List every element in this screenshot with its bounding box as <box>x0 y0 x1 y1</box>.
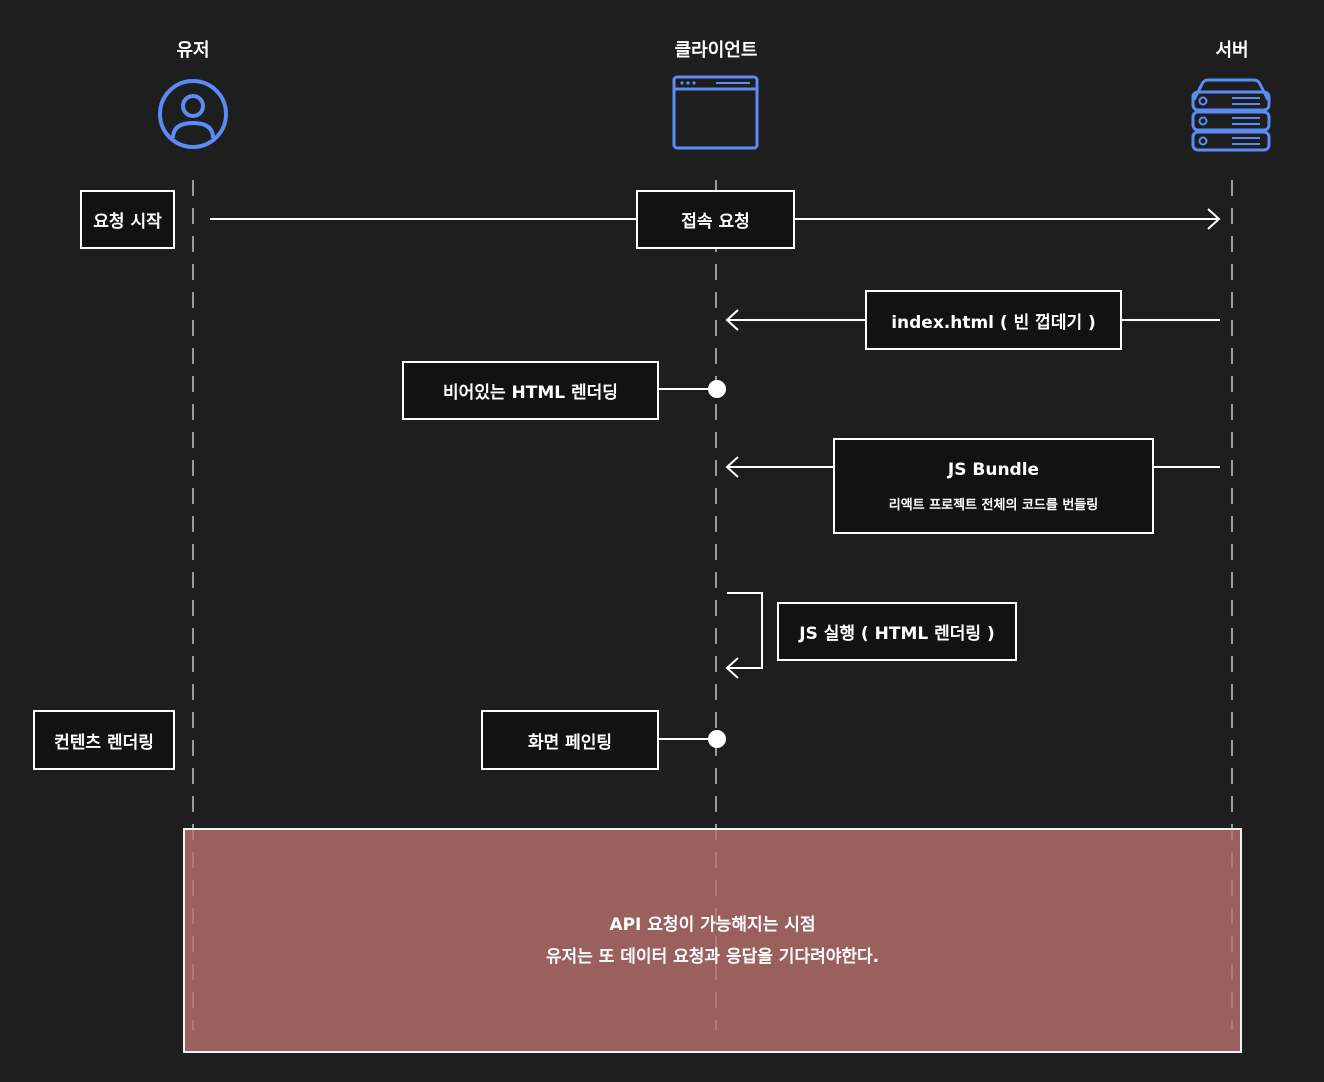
js-exec-label: JS 실행 ( HTML 렌더링 ) <box>799 624 995 644</box>
request-start-box: 요청 시작 <box>80 190 175 249</box>
index-html-label: index.html ( 빈 껍데기 ) <box>891 312 1096 333</box>
actor-label-client: 클라이언트 <box>674 40 758 61</box>
index-html-box: index.html ( 빈 껍데기 ) <box>865 290 1122 350</box>
empty-render-connector <box>658 380 726 398</box>
actor-label-server: 서버 <box>1215 40 1249 61</box>
highlight-line-2: 유저는 또 데이터 요청과 응답을 기다려야한다. <box>545 946 880 967</box>
server-stack-icon <box>1191 78 1271 152</box>
screen-paint-connector <box>658 730 726 748</box>
user-icon <box>158 79 228 149</box>
browser-window-icon <box>672 75 759 150</box>
screen-paint-label: 화면 페인팅 <box>527 732 613 753</box>
api-wait-highlight: API 요청이 가능해지는 시점 유저는 또 데이터 요청과 응답을 기다려야한… <box>183 828 1242 1053</box>
content-render-label: 컨텐츠 렌더링 <box>54 732 154 753</box>
connect-request-box: 접속 요청 <box>636 190 795 249</box>
empty-render-label: 비어있는 HTML 렌더딩 <box>443 383 618 403</box>
actor-label-user: 유저 <box>176 40 210 61</box>
js-exec-self-arrow <box>725 592 763 679</box>
js-bundle-box: JS Bundle 리액트 프로젝트 전체의 코드를 번들링 <box>833 438 1154 534</box>
js-bundle-sublabel: 리액트 프로젝트 전체의 코드를 번들링 <box>888 497 1099 513</box>
js-bundle-label: JS Bundle <box>947 459 1040 480</box>
content-render-box: 컨텐츠 렌더링 <box>33 710 175 770</box>
highlight-line-1: API 요청이 가능해지는 시점 <box>609 914 816 935</box>
request-start-label: 요청 시작 <box>93 212 162 232</box>
connect-request-label: 접속 요청 <box>681 212 750 232</box>
js-exec-box: JS 실행 ( HTML 렌더링 ) <box>777 602 1017 661</box>
screen-paint-box: 화면 페인팅 <box>481 710 659 770</box>
empty-render-box: 비어있는 HTML 렌더딩 <box>402 361 659 420</box>
